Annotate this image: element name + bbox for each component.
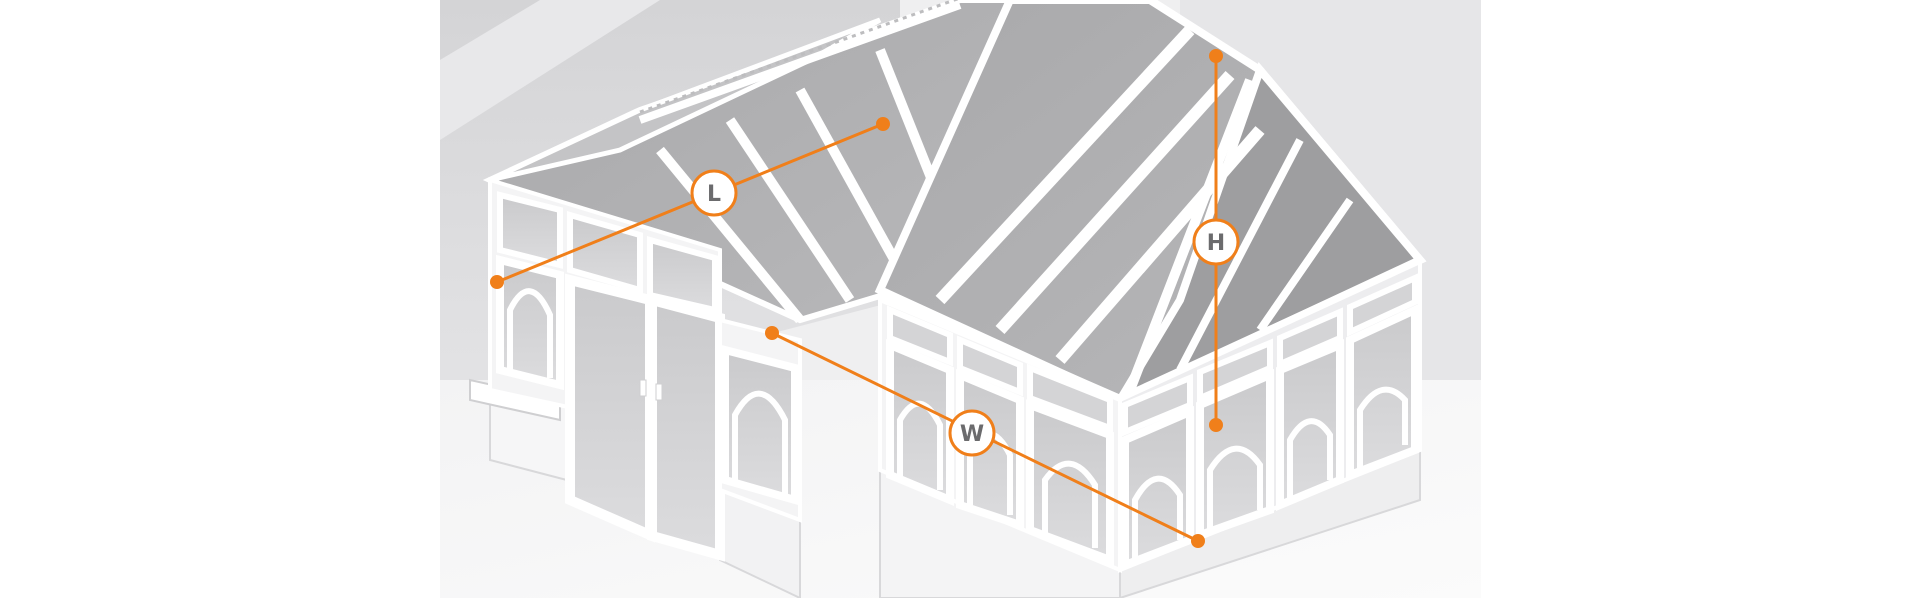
length-endpoint-end (876, 117, 890, 131)
length-label: L (707, 182, 721, 207)
width-badge (948, 409, 996, 457)
height-label: H (1207, 231, 1225, 256)
width-endpoint-end (1191, 534, 1205, 548)
front-wall-glazing (718, 258, 1422, 573)
dimension-width: W (765, 326, 1205, 548)
left-wing-roof (482, 0, 1014, 324)
length-endpoint-start (490, 275, 504, 289)
length-badge (690, 169, 738, 217)
height-endpoint-bottom (1209, 418, 1223, 432)
height-endpoint-top (1209, 49, 1223, 63)
dimension-length: L (490, 117, 890, 289)
left-wing-front-wall (488, 177, 725, 562)
dimension-height: H (1192, 49, 1240, 432)
width-endpoint-start (765, 326, 779, 340)
width-label: W (960, 422, 984, 447)
height-badge (1192, 218, 1240, 266)
